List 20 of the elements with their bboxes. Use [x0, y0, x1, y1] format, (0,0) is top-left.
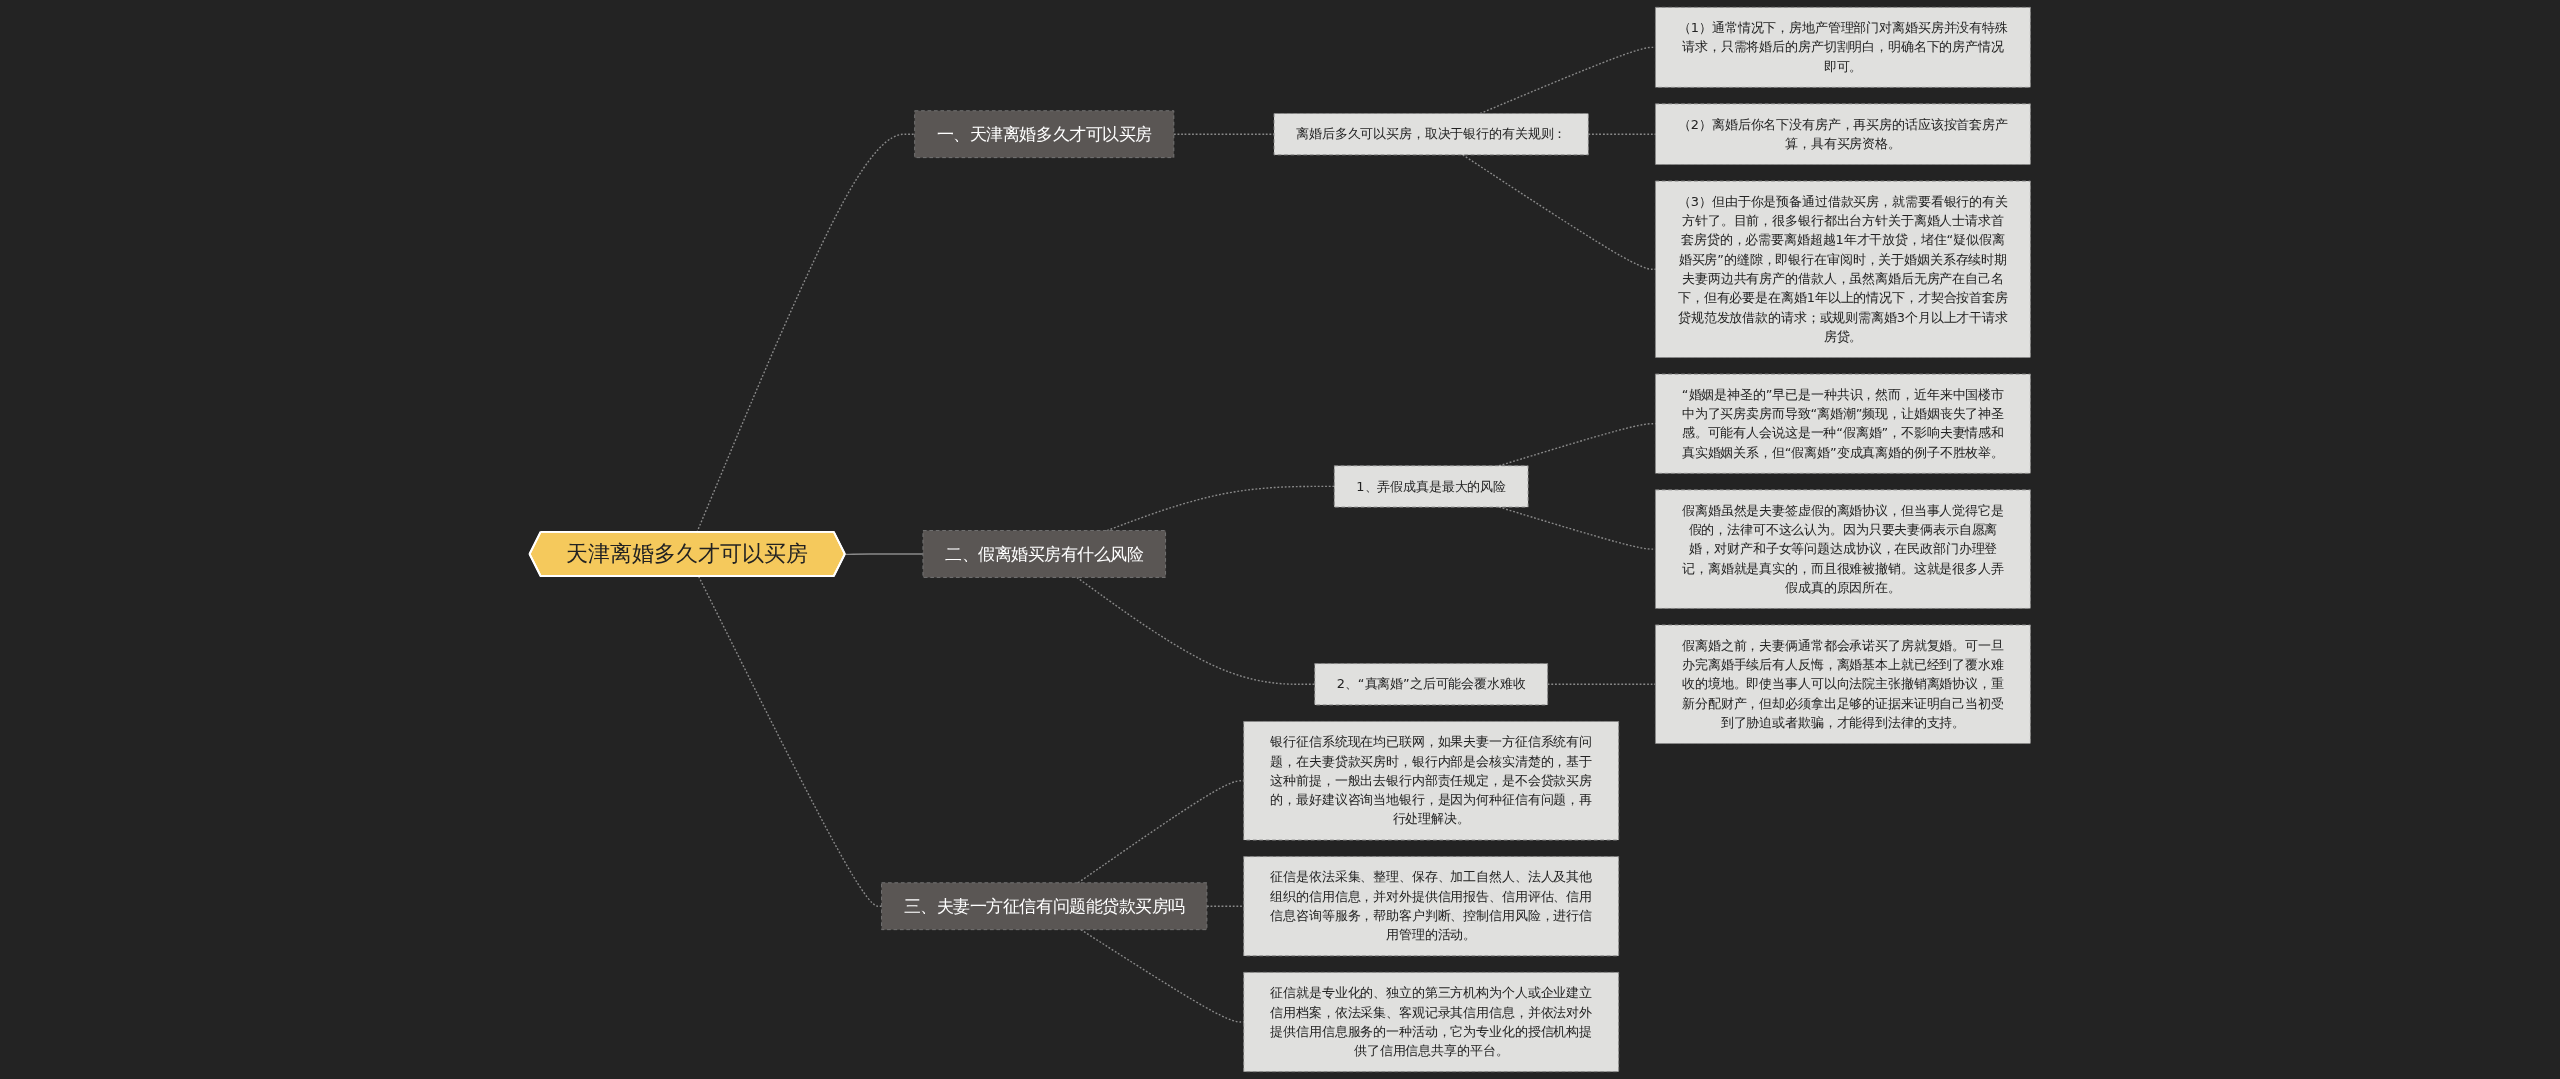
node-box [881, 882, 1208, 931]
node-box [1243, 856, 1620, 957]
node-box [1655, 373, 2031, 474]
connector [697, 575, 883, 907]
node-box [1655, 624, 2031, 744]
connector [844, 553, 924, 556]
connector [1206, 905, 1245, 907]
node-box [914, 110, 1175, 159]
node-box [1655, 489, 2031, 609]
node-box [1333, 465, 1529, 508]
node-box [1655, 180, 2031, 358]
node-box [1655, 6, 2031, 88]
node-box [1655, 103, 2031, 165]
node-box [1314, 663, 1549, 706]
node-box [922, 530, 1167, 578]
node-box [1243, 721, 1620, 841]
connector [1173, 133, 1275, 135]
node-box [1273, 113, 1589, 156]
connector [1076, 576, 1316, 685]
node-box [1243, 971, 1620, 1073]
